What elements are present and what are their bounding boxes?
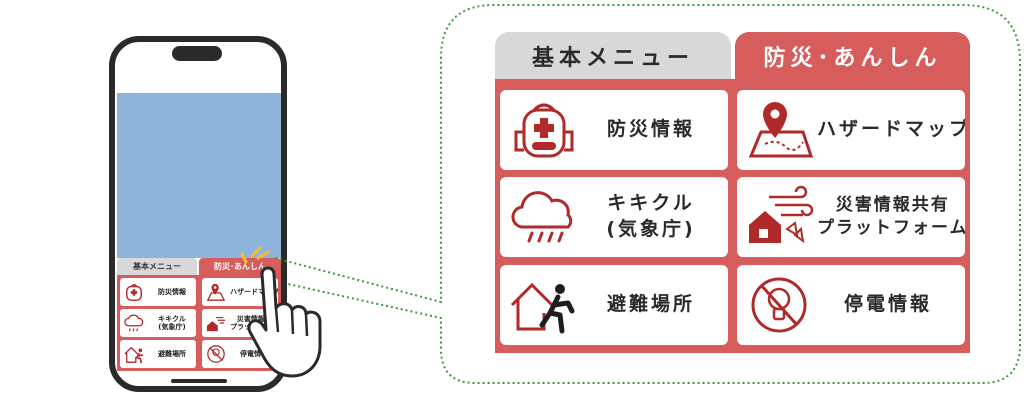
menu-item-disaster-share-platform[interactable]: 災害情報共有プラットフォーム: [737, 177, 965, 257]
menu-item-label: ハザードマップ: [817, 118, 965, 141]
pointing-hand-icon: [240, 246, 322, 378]
phone-screen-content: [117, 93, 281, 258]
mini-menu-item-label: キキクル(気象庁): [158, 314, 186, 331]
mini-menu-item-disaster-info[interactable]: 防災情報: [120, 278, 196, 306]
menu-item-label: 災害情報共有プラットフォーム: [817, 195, 965, 238]
mini-menu-item-evacuation[interactable]: 避難場所: [120, 340, 196, 368]
mini-menu-item-label: ハザードマップ: [230, 287, 278, 296]
mini-menu-item-label: 防災情報: [158, 287, 186, 296]
menu-item-label: 停電情報: [843, 293, 932, 316]
evacuation-exit-icon: [510, 282, 575, 334]
no-lightbulb-icon: [751, 277, 807, 333]
safety-menu-grid: 防災情報 ハザードマップ キキクル(気象庁) 災害情報共有プラットフォーム: [495, 79, 970, 353]
menu-item-label: キキクル(気象庁): [606, 192, 696, 240]
phone-home-indicator: [171, 379, 227, 383]
tab-basic-menu[interactable]: 基本メニュー: [495, 32, 731, 79]
no-lightbulb-icon: [207, 345, 225, 363]
mini-tab-basic-menu[interactable]: 基本メニュー: [117, 258, 197, 275]
rain-cloud-icon: [124, 314, 144, 332]
tab-safety-menu[interactable]: 防災･あんしん: [735, 32, 970, 79]
map-pin-icon: [748, 102, 814, 158]
mini-tab-safety-menu[interactable]: 防災･あんしん: [199, 258, 281, 275]
map-pin-icon: [206, 283, 226, 301]
mini-menu-item-label: 避難場所: [158, 349, 186, 358]
menu-item-kikikuru[interactable]: キキクル(気象庁): [500, 177, 728, 257]
wind-house-icon: [206, 316, 226, 332]
rain-cloud-icon: [511, 191, 573, 243]
evacuation-exit-icon: [124, 346, 144, 364]
wind-house-icon: [749, 185, 814, 244]
menu-item-label: 避難場所: [606, 293, 695, 316]
phone-notch: [172, 46, 222, 61]
menu-item-disaster-info[interactable]: 防災情報: [500, 90, 728, 170]
menu-tabs: 基本メニュー 防災･あんしん: [495, 32, 970, 79]
first-aid-backpack-icon: [126, 284, 142, 301]
mini-menu-tabs: 基本メニュー 防災･あんしん: [117, 258, 281, 275]
menu-item-power-outage[interactable]: 停電情報: [737, 265, 965, 345]
mini-menu-item-kikikuru[interactable]: キキクル(気象庁): [120, 309, 196, 337]
menu-item-evacuation[interactable]: 避難場所: [500, 265, 728, 345]
menu-item-label: 防災情報: [606, 118, 695, 141]
first-aid-backpack-icon: [514, 103, 574, 158]
mini-menu-item-label: 停電情報: [240, 349, 268, 358]
menu-item-hazard-map[interactable]: ハザードマップ: [737, 90, 965, 170]
